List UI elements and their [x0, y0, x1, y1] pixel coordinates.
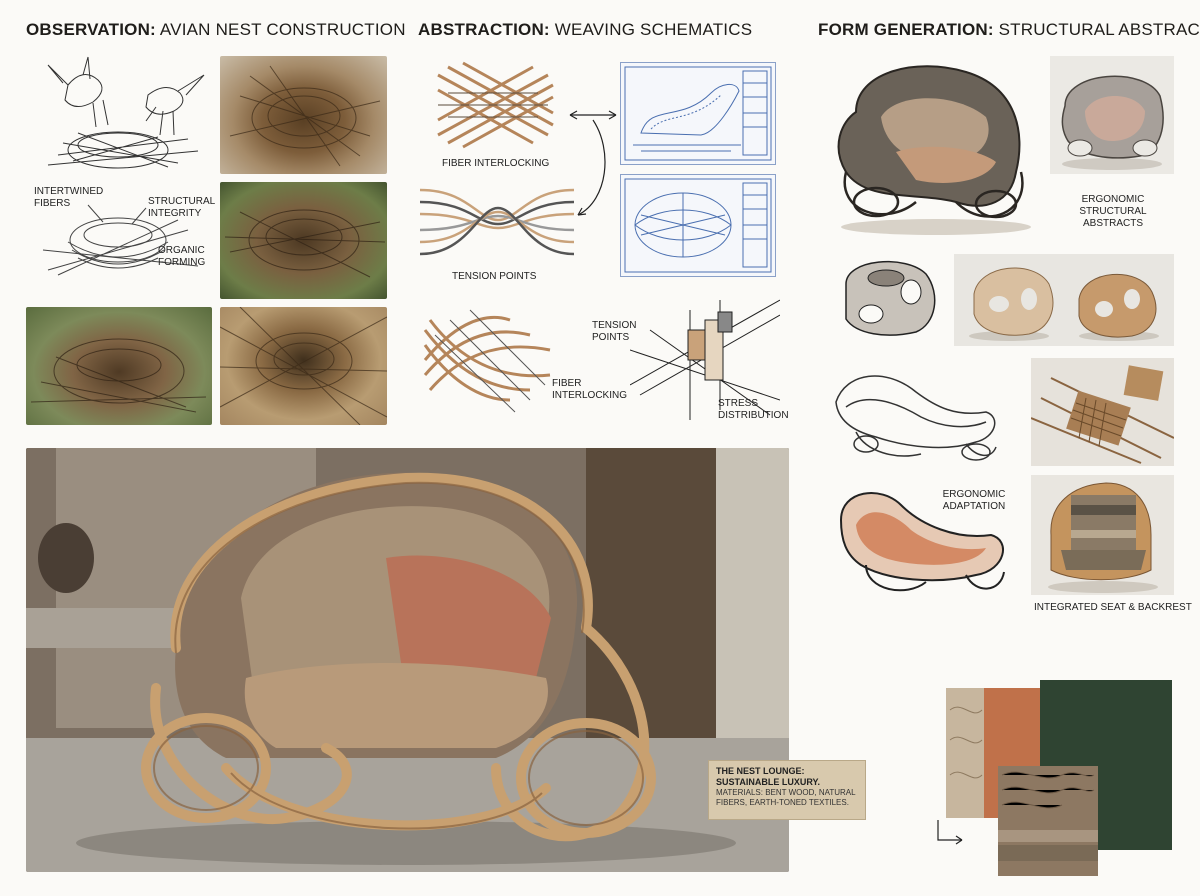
chair-sketch-large [826, 52, 1041, 237]
fiber-interlocking-knot [420, 300, 560, 420]
blueprint-chair-side [620, 62, 776, 165]
chair-sketch-colored [826, 480, 1016, 605]
caption-subtitle: SUSTAINABLE LUXURY. [716, 777, 821, 787]
hero-chair-photo [26, 448, 789, 872]
label-ergonomic-structural: ERGONOMIC STRUCTURAL ABSTRACTS [1079, 194, 1147, 229]
chair-render-gray [1050, 56, 1174, 174]
nest-photo-4 [220, 307, 387, 425]
form-title: FORM GENERATION: STRUCTURAL ABSTRACTS [818, 20, 1200, 40]
fiber-interlocking-diagram [428, 55, 558, 155]
material-swatches [932, 680, 1180, 880]
label-integrated-seat: INTEGRATED SEAT & BACKREST [1034, 602, 1192, 613]
abstraction-title: ABSTRACTION: WEAVING SCHEMATICS [418, 20, 752, 40]
labelled-nest-sketch [28, 180, 218, 290]
label-stress-distribution: STRESS DISTRIBUTION [718, 398, 789, 421]
chair-sketch-small [826, 254, 946, 344]
nest-photo-3 [26, 307, 212, 425]
chair-sketch-wire [826, 362, 1006, 467]
wood-models-photo [954, 254, 1174, 346]
label-intertwined-fibers: INTERTWINED FIBERS [34, 186, 104, 209]
stress-joint-diagram [630, 290, 780, 425]
weaving-craft-photo [1031, 358, 1174, 466]
integrated-seat-photo [1031, 475, 1174, 595]
observation-title-rest: AVIAN NEST CONSTRUCTION [155, 20, 406, 39]
caption-materials: MATERIALS: BENT WOOD, NATURAL FIBERS, EA… [716, 788, 856, 807]
caption-title: THE NEST LOUNGE: [716, 766, 805, 776]
label-tension-points: TENSION POINTS [452, 271, 537, 282]
nest-photo-1 [220, 56, 387, 174]
label-ergonomic-adaptation: ERGONOMIC ADAPTATION [942, 489, 1006, 512]
form-title-rest: STRUCTURAL ABSTRACTS [993, 20, 1200, 39]
tension-wave-diagram [418, 180, 576, 265]
birds-nest-sketch [28, 55, 210, 175]
abstraction-title-rest: WEAVING SCHEMATICS [549, 20, 753, 39]
abstraction-title-bold: ABSTRACTION: [418, 20, 550, 39]
observation-title: OBSERVATION: AVIAN NEST CONSTRUCTION [26, 20, 406, 40]
form-title-bold: FORM GENERATION: [818, 20, 994, 39]
label-organic-forming: ORGANIC FORMING [158, 245, 206, 268]
label-fiber-interlocking-2: FIBER INTERLOCKING [552, 378, 628, 401]
label-fiber-interlocking-top: FIBER INTERLOCKING [442, 158, 550, 169]
label-tension-points-2: TENSION POINTS [592, 320, 637, 343]
label-structural-integrity: STRUCTURAL INTEGRITY [148, 196, 215, 219]
nest-photo-2 [220, 182, 387, 299]
observation-title-bold: OBSERVATION: [26, 20, 156, 39]
connector-arrow [568, 100, 618, 230]
caption-card: THE NEST LOUNGE: SUSTAINABLE LUXURY. MAT… [708, 760, 866, 820]
blueprint-chair-front [620, 174, 776, 277]
